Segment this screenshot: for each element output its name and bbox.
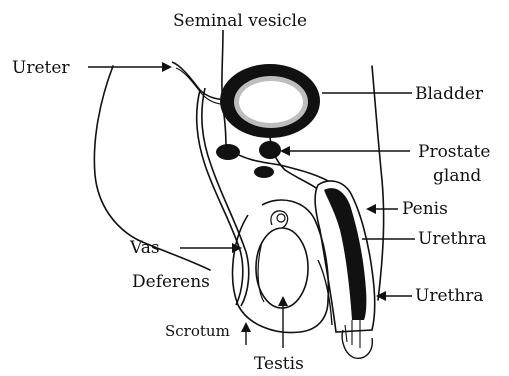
label-scrotum: Scrotum xyxy=(165,322,230,340)
label-ureter: Ureter xyxy=(12,58,70,78)
body-outline-front xyxy=(372,66,384,300)
scrotum xyxy=(233,200,329,333)
bulbourethral-gland xyxy=(254,166,274,178)
label-vas-line2: Deferens xyxy=(132,272,210,292)
label-urethra-lower: Urethra xyxy=(415,286,484,306)
label-prostate-line1: Prostate xyxy=(418,142,490,162)
penis xyxy=(315,181,375,358)
body-outline-back xyxy=(94,66,138,240)
label-testis: Testis xyxy=(254,354,304,374)
scrotum-arrowhead xyxy=(241,322,251,332)
label-penis: Penis xyxy=(402,199,448,219)
ureter-arrowhead xyxy=(162,62,172,72)
seminal-vesicle xyxy=(216,144,240,160)
label-prostate-line2: gland xyxy=(433,166,481,186)
prostate-gland xyxy=(259,141,281,159)
label-seminal-vesicle: Seminal vesicle xyxy=(173,11,307,31)
bladder xyxy=(220,64,320,138)
label-bladder: Bladder xyxy=(415,84,484,104)
testis-arrowhead xyxy=(278,296,288,306)
testis xyxy=(256,211,308,308)
prostate-arrowhead xyxy=(280,146,290,156)
label-urethra-upper: Urethra xyxy=(418,229,487,249)
label-vas-line1: Vas xyxy=(129,238,160,258)
penis-arrowhead xyxy=(366,204,376,214)
